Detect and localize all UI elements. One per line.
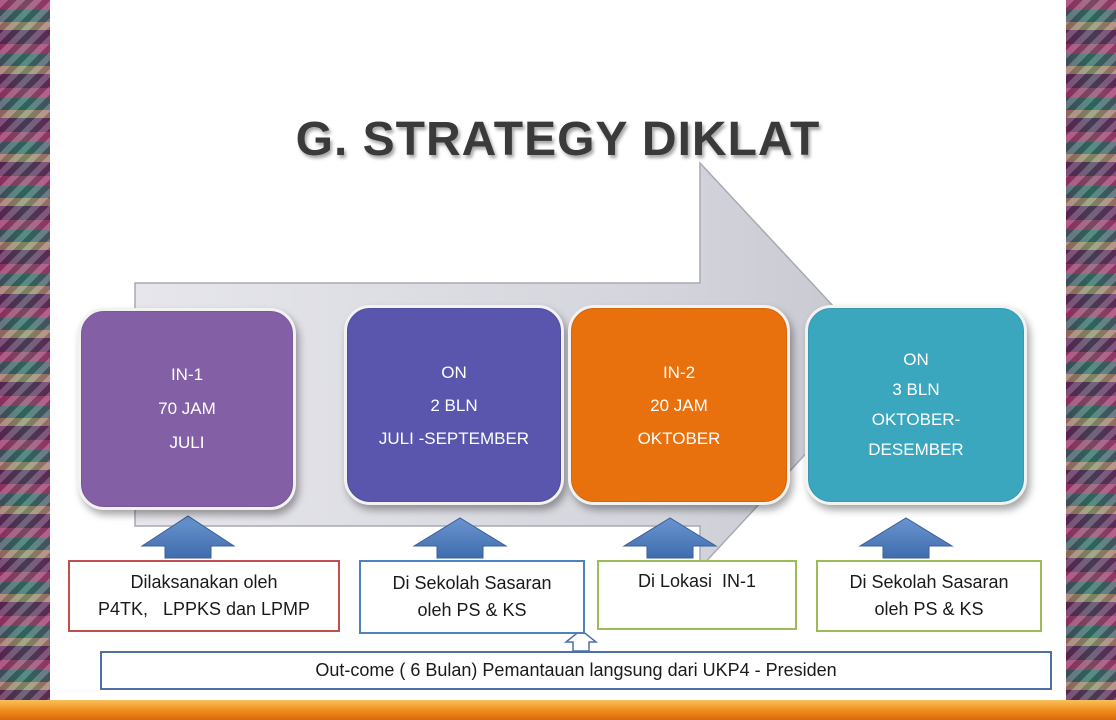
- note-target-school-1-line2: oleh PS & KS: [417, 600, 527, 620]
- note-target-school-2-line1: Di Sekolah Sasaran: [849, 572, 1009, 592]
- phase-on2-line3: OKTOBER-: [871, 410, 961, 429]
- phase-in1-line2: 70 JAM: [158, 399, 216, 418]
- outcome-box: Out-come ( 6 Bulan) Pemantauan langsung …: [100, 651, 1052, 690]
- page-title: G. STRATEGY DIKLAT: [295, 113, 821, 166]
- phase-on2-line2: 3 BLN: [892, 380, 940, 399]
- phase-on1-box: ON 2 BLN JULI -SEPTEMBER: [344, 305, 564, 505]
- phase-on1-line1: ON: [441, 362, 467, 382]
- note-executor-line2: P4TK, LPPKS dan LPMP: [97, 599, 311, 619]
- phase-on1-line2: 2 BLN: [430, 395, 478, 415]
- phase-in1-line3: JULI: [169, 433, 205, 452]
- phase-on1-line3: JULI -SEPTEMBER: [378, 428, 530, 448]
- note-executor: Dilaksanakan oleh P4TK, LPPKS dan LPMP: [68, 560, 340, 632]
- note-location-in1-line1: Di Lokasi IN-1: [637, 571, 757, 591]
- note-target-school-1-line1: Di Sekolah Sasaran: [392, 573, 552, 593]
- outcome-text: Out-come ( 6 Bulan) Pemantauan langsung …: [315, 660, 837, 680]
- bottom-orange-bar: [0, 700, 1116, 720]
- up-arrow-2: [412, 517, 508, 559]
- note-target-school-2: Di Sekolah Sasaran oleh PS & KS: [816, 560, 1042, 632]
- phase-on2-line1: ON: [903, 350, 929, 369]
- note-target-school-1: Di Sekolah Sasaran oleh PS & KS: [359, 560, 585, 634]
- right-decorative-border: [1066, 0, 1116, 700]
- phase-in2-line1: IN-2: [662, 362, 696, 382]
- note-location-in1: Di Lokasi IN-1: [597, 560, 797, 630]
- left-decorative-border: [0, 0, 50, 700]
- phase-in2-box: IN-2 20 JAM OKTOBER: [568, 305, 790, 505]
- phase-in1-line1: IN-1: [170, 365, 204, 384]
- phase-in2-line3: OKTOBER: [637, 428, 721, 448]
- up-arrow-3: [622, 517, 718, 559]
- phase-on2-box: ON 3 BLN OKTOBER- DESEMBER: [805, 305, 1027, 505]
- up-arrow-4: [858, 517, 954, 559]
- phase-on2-line4: DESEMBER: [868, 440, 964, 459]
- phase-in2-line2: 20 JAM: [650, 395, 708, 415]
- note-executor-line1: Dilaksanakan oleh: [130, 572, 278, 592]
- note-target-school-2-line2: oleh PS & KS: [874, 599, 984, 619]
- phase-in1-box: IN-1 70 JAM JULI: [78, 308, 296, 510]
- up-arrow-1: [140, 515, 236, 559]
